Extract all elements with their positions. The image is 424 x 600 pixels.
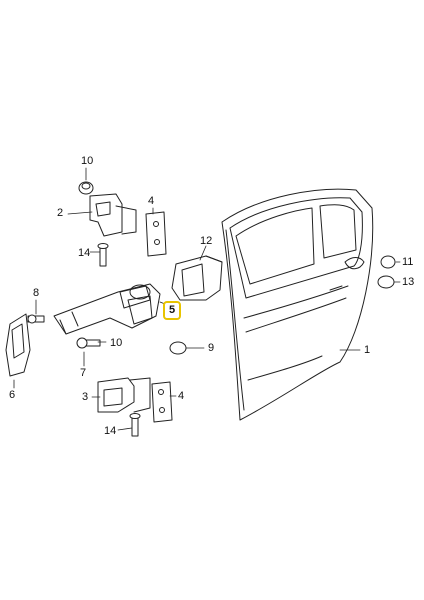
callout-1: 1 (364, 344, 371, 356)
callout-13: 13 (402, 276, 415, 288)
callout-9: 9 (208, 342, 215, 354)
callout-14-bottom: 14 (104, 425, 117, 437)
callout-3: 3 (82, 391, 89, 403)
upper-hinge (78, 181, 167, 267)
callout-4-top: 4 (148, 195, 155, 207)
callout-10-bottom: 10 (110, 337, 123, 349)
check-strap (27, 283, 161, 349)
grommet (169, 341, 187, 355)
callout-8: 8 (33, 287, 40, 299)
callout-5-highlighted[interactable]: 5 (163, 301, 182, 320)
bracket (171, 255, 223, 301)
callout-12: 12 (200, 235, 213, 247)
callout-2: 2 (57, 207, 64, 219)
leader-lines (13, 167, 401, 431)
callout-10-top: 10 (81, 155, 94, 167)
callout-6: 6 (9, 389, 16, 401)
callout-4-bottom: 4 (178, 390, 185, 402)
cover (5, 313, 31, 377)
door-panel (221, 188, 374, 421)
callout-14-top: 14 (78, 247, 91, 259)
lower-hinge (97, 377, 173, 437)
plugs (377, 255, 396, 289)
callout-11: 11 (402, 256, 414, 268)
callout-7: 7 (80, 367, 87, 379)
